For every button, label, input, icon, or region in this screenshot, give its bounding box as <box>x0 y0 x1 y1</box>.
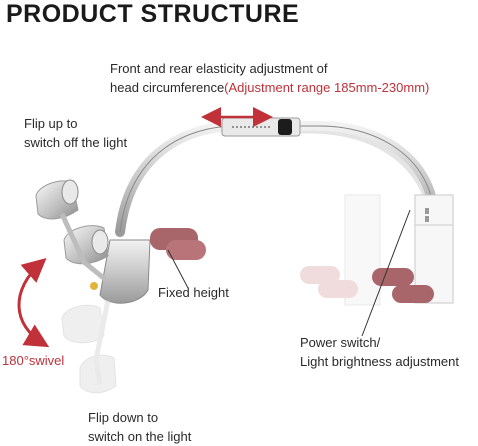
flip-up-label: Flip up to switch off the light <box>24 114 127 152</box>
swivel-arrow <box>17 258 50 348</box>
page-title: PRODUCT STRUCTURE <box>6 0 300 28</box>
lamps-down <box>61 299 117 394</box>
circumference-label: Front and rear elasticity adjustment of … <box>110 59 429 97</box>
flip-down-label: Flip down to switch on the light <box>88 408 191 446</box>
flip-down-line2: switch on the light <box>88 429 192 444</box>
rear-band <box>299 126 432 306</box>
fixed-height-label: Fixed height <box>158 285 229 300</box>
circumference-line2: head circumference <box>110 80 225 95</box>
adjustment-slider <box>221 117 301 137</box>
headband <box>115 120 437 237</box>
swivel-label: 180°swivel <box>2 353 65 368</box>
power-line1: Power switch/ <box>300 335 381 350</box>
flip-up-line2: switch off the light <box>24 135 128 150</box>
flip-down-line1: Flip down to <box>88 410 159 425</box>
power-line2: Light brightness adjustment <box>300 354 459 369</box>
battery-box <box>372 194 454 304</box>
flip-up-line1: Flip up to <box>24 116 78 131</box>
power-switch-label: Power switch/ Light brightness adjustmen… <box>300 333 459 371</box>
circumference-range: (Adjustment range 185mm-230mm) <box>224 80 430 95</box>
lamps-up <box>35 179 109 290</box>
front-hinge <box>99 228 206 304</box>
circumference-line1: Front and rear elasticity adjustment of <box>110 61 328 76</box>
